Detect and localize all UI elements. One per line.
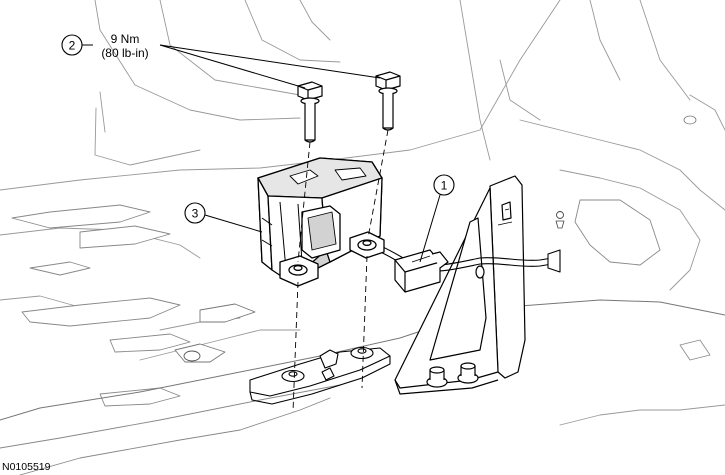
callout-2-number: 2 <box>69 39 76 53</box>
alignment-lines <box>292 129 389 413</box>
torque-lbin-label: (80 lb-in) <box>101 46 148 60</box>
figure-id: N0105519 <box>2 461 51 473</box>
callout-3-leader <box>204 214 263 233</box>
callout-3-number: 3 <box>192 207 199 221</box>
lower-mounting-bracket <box>249 346 391 405</box>
callout-2-leader <box>159 44 381 89</box>
bolt-left <box>297 81 323 143</box>
callout-2: 2 9 Nm (80 lb-in) <box>61 32 381 89</box>
callout-3-circle <box>184 202 206 224</box>
bolt-right <box>375 71 401 131</box>
callout-1-number: 1 <box>441 179 448 193</box>
vertical-bracket <box>394 175 526 395</box>
torque-nm-label: 9 Nm <box>111 32 140 46</box>
callout-1-circle <box>433 174 455 196</box>
callout-1: 1 <box>419 174 455 263</box>
control-module <box>257 157 385 287</box>
callout-3: 3 <box>184 202 263 233</box>
electrical-connector <box>394 249 449 293</box>
callout-1-leader <box>419 194 441 263</box>
